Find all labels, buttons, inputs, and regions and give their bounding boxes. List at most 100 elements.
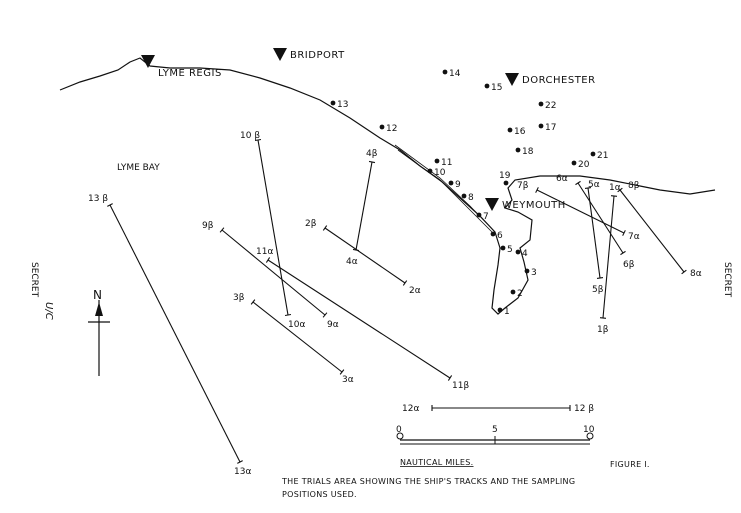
track-end-tick: [107, 203, 113, 207]
track-end-tick: [535, 187, 539, 193]
track-end-label: 6β: [623, 260, 635, 270]
sampling-dot: [427, 168, 433, 174]
sampling-position: 5: [500, 245, 513, 255]
sampling-dot: [510, 289, 516, 295]
sampling-dot: [515, 147, 521, 153]
figure-label: FIGURE I.: [610, 460, 650, 469]
track-line: [602, 195, 615, 319]
sampling-dot: [503, 180, 509, 186]
town-label: LYME REGIS: [158, 68, 222, 79]
track-line: [257, 139, 289, 316]
track-start-label: 11α: [256, 247, 273, 257]
town-triangle-icon: [485, 198, 499, 211]
sampling-position: 17: [538, 123, 556, 133]
north-label: N: [93, 288, 102, 302]
track-start-label: 10 β: [240, 131, 260, 141]
sampling-dot: [379, 124, 385, 130]
sampling-dot: [538, 101, 544, 107]
track-end-label: 11β: [452, 381, 469, 391]
ship-track: 5α 5β: [584, 180, 604, 295]
secret-stamp-left: SECRET: [29, 262, 39, 298]
track-end-label: 5β: [592, 285, 604, 295]
track-end-tick: [620, 250, 626, 256]
track-end-label: 9α: [327, 320, 339, 330]
sampling-position: 9: [448, 180, 461, 190]
track-end-tick: [584, 187, 592, 189]
sampling-position: 3: [524, 268, 537, 278]
sampling-label: 14: [449, 69, 461, 79]
sampling-label: 12: [386, 124, 397, 134]
track-line: [355, 161, 373, 251]
track-end-tick: [352, 248, 360, 252]
town-marker: DORCHESTER: [505, 73, 595, 86]
sampling-dot: [538, 123, 544, 129]
secret-stamp-right: SECRET: [722, 262, 732, 298]
town-triangle-icon: [273, 48, 287, 61]
track-line: [109, 204, 241, 463]
ship-track: 9β 9α: [202, 221, 339, 330]
track-start-label: 1α: [609, 183, 621, 193]
sampling-position: 6: [490, 231, 503, 241]
sampling-position: 18: [515, 147, 534, 157]
scale-bar: 0 5 10 NAUTICAL MILES.: [396, 425, 595, 467]
sampling-label: 21: [597, 151, 608, 161]
track-end-tick: [610, 195, 618, 197]
sampling-position: 12: [379, 124, 397, 134]
track-end-tick: [219, 227, 225, 233]
track-start-label: 8β: [628, 181, 640, 191]
track-end-tick: [237, 460, 243, 464]
sampling-label: 6: [497, 231, 503, 241]
sampling-label: 4: [522, 249, 528, 259]
sampling-position: 4: [515, 249, 528, 259]
ship-track: 8β 8α: [617, 181, 702, 279]
track-line: [536, 189, 625, 234]
scale-tick-0: 0: [396, 425, 402, 435]
sampling-label: 11: [441, 158, 452, 168]
sampling-position: 11: [434, 158, 452, 168]
sampling-dot: [461, 193, 467, 199]
sampling-position: 20: [571, 160, 590, 170]
sampling-dot: [524, 268, 530, 274]
track-end-tick: [322, 225, 328, 231]
sampling-dot: [490, 231, 496, 237]
sampling-label: 7: [483, 212, 489, 222]
track-end-tick: [254, 138, 262, 142]
track-start-label: 3β: [233, 293, 245, 303]
track-end-label: 10α: [288, 320, 305, 330]
lyme-bay-label: LYME BAY: [117, 163, 160, 173]
track-line: [267, 259, 451, 379]
sampling-dot: [442, 69, 448, 75]
sampling-position: 16: [507, 127, 526, 137]
town-label: BRIDPORT: [290, 50, 345, 61]
scale-tick-10: 10: [583, 425, 595, 435]
sampling-dot: [515, 249, 521, 255]
track-start-label: 12α: [402, 404, 419, 414]
track-end-tick: [368, 160, 376, 164]
track-end-tick: [596, 277, 604, 279]
sampling-label: 5: [507, 245, 513, 255]
track-end-label: 4α: [346, 257, 358, 267]
sampling-dot: [448, 180, 454, 186]
track-end-label: 8α: [690, 269, 702, 279]
town-label: WEYMOUTH: [502, 200, 566, 211]
track-start-label: 5α: [588, 180, 600, 190]
caption-line-1: THE TRIALS AREA SHOWING THE SHIP'S TRACK…: [281, 477, 575, 486]
track-start-label: 9β: [202, 221, 214, 231]
sampling-position: 1: [497, 307, 510, 317]
sampling-label: 1: [504, 307, 510, 317]
sampling-label: 22: [545, 101, 556, 111]
ship-track: 13 β 13α: [88, 194, 251, 477]
track-start-label: 6α: [556, 174, 568, 184]
sampling-label: 3: [531, 268, 537, 278]
sampling-label: 8: [468, 193, 474, 203]
track-end-label: 13α: [234, 467, 251, 477]
track-end-label: 2α: [409, 286, 421, 296]
track-end-label: 1β: [597, 325, 609, 335]
track-line: [577, 182, 624, 254]
track-start-label: 13 β: [88, 194, 108, 204]
